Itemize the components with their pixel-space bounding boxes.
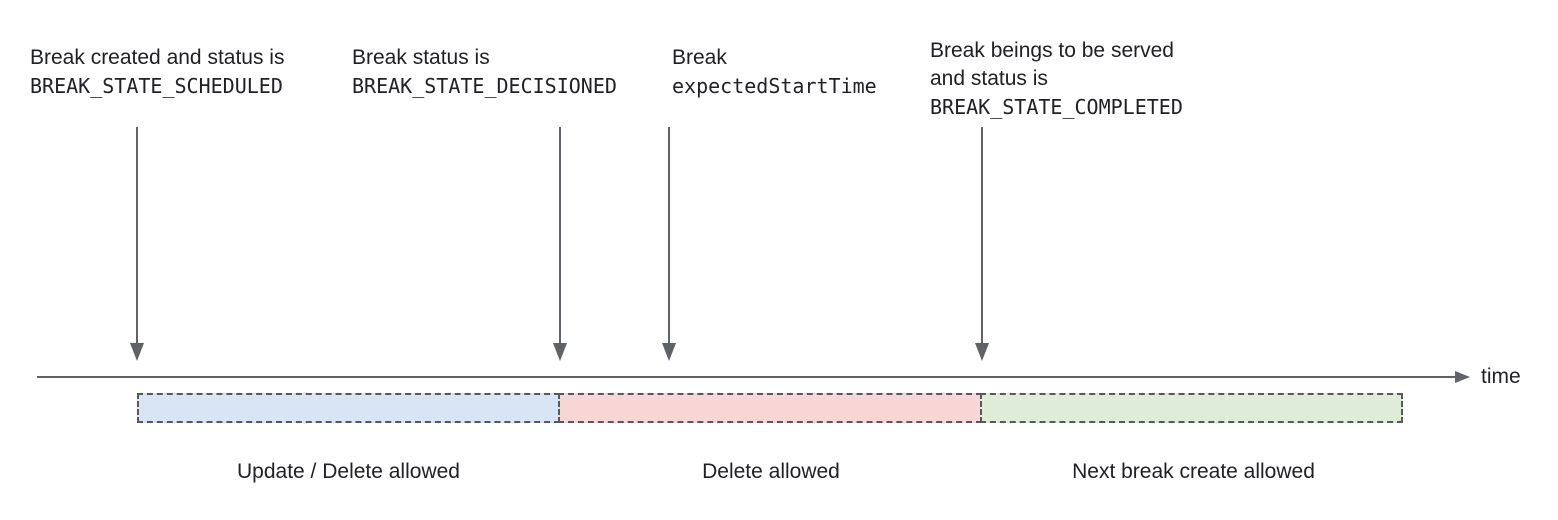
- arrow-shaft: [136, 127, 138, 343]
- segment-delete-allowed: [558, 393, 982, 423]
- arrow-down-icon: [975, 343, 989, 361]
- annotation-break-completed: Break beings to be served and status is …: [930, 37, 1183, 121]
- annotation-text: Break beings to be served: [930, 39, 1174, 62]
- arrow-down-break-completed: [975, 127, 989, 361]
- annotation-text: and status is: [930, 67, 1048, 90]
- segment-label-next-break: Next break create allowed: [1072, 460, 1315, 483]
- annotation-code-completed: BREAK_STATE_COMPLETED: [930, 95, 1183, 119]
- annotation-code-decisioned: BREAK_STATE_DECISIONED: [352, 74, 617, 98]
- arrow-shaft: [559, 127, 561, 343]
- annotation-text: Break status is: [352, 46, 490, 69]
- arrow-shaft: [668, 127, 670, 343]
- annotation-text: Break: [672, 46, 727, 69]
- arrow-down-icon: [553, 343, 567, 361]
- annotation-expected-start-time: Break expectedStartTime: [672, 44, 877, 100]
- arrow-down-break-created: [130, 127, 144, 361]
- arrow-down-expected-start-time: [662, 127, 676, 361]
- arrow-down-icon: [130, 343, 144, 361]
- time-axis-line: [37, 376, 1457, 378]
- segment-label-update-delete: Update / Delete allowed: [237, 460, 460, 483]
- annotation-code-scheduled: BREAK_STATE_SCHEDULED: [30, 74, 283, 98]
- arrow-shaft: [981, 127, 983, 343]
- time-axis-arrowhead-icon: [1455, 371, 1470, 383]
- segment-next-break-create-allowed: [980, 393, 1403, 423]
- annotation-break-decisioned: Break status is BREAK_STATE_DECISIONED: [352, 44, 617, 100]
- time-axis-label: time: [1481, 365, 1521, 388]
- arrow-down-icon: [662, 343, 676, 361]
- annotation-break-created: Break created and status is BREAK_STATE_…: [30, 44, 284, 100]
- segment-update-delete-allowed: [137, 393, 560, 423]
- segment-label-delete: Delete allowed: [702, 460, 840, 483]
- arrow-down-break-decisioned: [553, 127, 567, 361]
- annotation-code-expected-start: expectedStartTime: [672, 74, 877, 98]
- phase-bars: [137, 393, 1403, 423]
- annotation-text: Break created and status is: [30, 46, 285, 69]
